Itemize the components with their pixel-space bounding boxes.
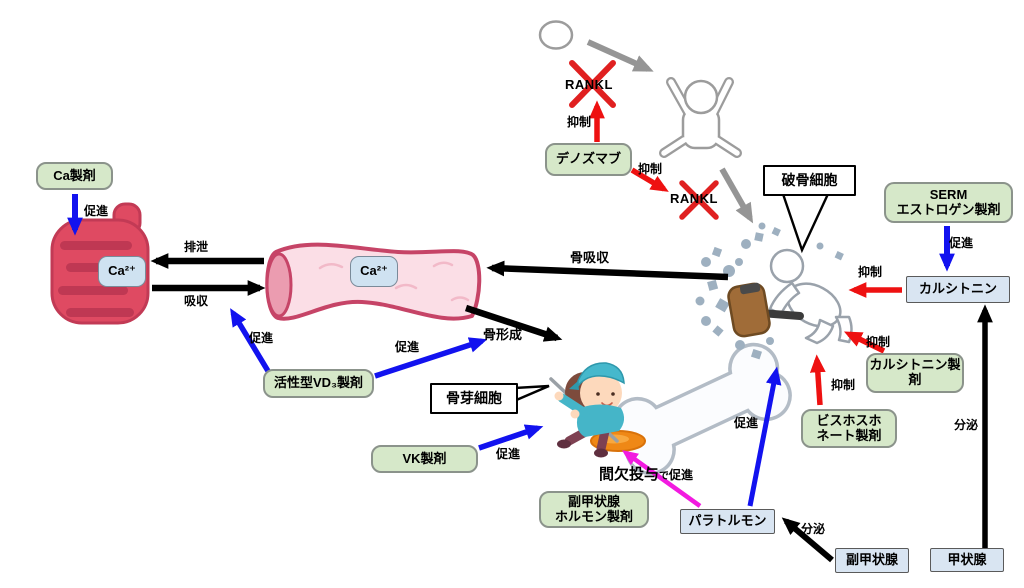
parathyroid-secretion-arrow — [781, 517, 834, 563]
box-parathyroid-gland[interactable]: 副甲状腺 — [835, 548, 909, 573]
calcitonin-drug-inhibit-arrow — [843, 331, 886, 354]
box-thyroid-gland[interactable]: 甲状腺 — [930, 548, 1004, 572]
osteoblast-callout-tail — [512, 384, 550, 403]
pth-intermittent-promote-arrow — [621, 450, 702, 508]
callout-osteoblast: 骨芽細胞 — [430, 383, 518, 414]
box-calcitonin-drug[interactable]: カルシトニン製 剤 — [866, 353, 964, 393]
preosteoclast-figure — [659, 77, 742, 158]
label-inhibit-calcitonin: 抑制 — [858, 265, 883, 279]
label-promote-vd3-formation: 促進 — [395, 340, 420, 354]
box-denosumab[interactable]: デノズマブ — [545, 143, 632, 176]
osteoblast-figure — [549, 362, 646, 458]
vd3-promote-absorption-arrow — [230, 308, 271, 373]
differentiation-arrow-1 — [586, 39, 654, 72]
pth-promote-arrow — [747, 366, 782, 507]
rankl-blocked-x-1 — [569, 60, 616, 108]
bone-formation-arrow — [464, 304, 563, 342]
label-rankl-2: RANKL — [670, 191, 718, 206]
box-bisphosphonate-drug[interactable]: ビスホスホ ネート製剤 — [801, 409, 897, 448]
box-ca-drug[interactable]: Ca製剤 — [36, 162, 113, 190]
osteoclast-callout-tail — [781, 192, 830, 254]
precursor-cell-circle — [538, 20, 574, 50]
box-vk-drug[interactable]: VK製剤 — [371, 445, 478, 473]
bisphosphonate-inhibit-arrow — [809, 354, 826, 406]
label-bone-formation: 骨形成 — [483, 327, 523, 342]
label-secrete-parathyroid: 分泌 — [801, 522, 826, 536]
vd3-promote-formation-arrow — [374, 337, 488, 379]
callout-osteoclast: 破骨細胞 — [763, 165, 856, 196]
box-pth-drug[interactable]: 副甲状腺 ホルモン製剤 — [539, 491, 649, 528]
vk-promote-arrow — [478, 424, 544, 451]
box-ca-ion-gut: Ca²⁺ — [98, 256, 146, 287]
box-active-vd3-drug[interactable]: 活性型VD₃製剤 — [263, 369, 374, 398]
box-serm-estrogen-drug[interactable]: SERM エストロゲン製剤 — [884, 182, 1013, 223]
label-promote-vd3-absorption: 促進 — [249, 331, 274, 345]
label-secrete-thyroid: 分泌 — [954, 418, 979, 432]
box-parathormone[interactable]: パラトルモン — [680, 509, 775, 534]
label-rankl-1: RANKL — [565, 77, 613, 92]
label-promote-vk: 促進 — [496, 447, 521, 461]
hammer — [727, 282, 804, 338]
denosumab-inhibit-rankl2-arrow — [630, 167, 669, 192]
label-absorption: 吸収 — [184, 294, 209, 308]
label-inhibit-bisphosphonate: 抑制 — [831, 378, 856, 392]
label-inhibit-calcitonin-drug: 抑制 — [866, 335, 891, 349]
differentiation-arrow-2 — [719, 167, 754, 224]
label-promote-serm: 促進 — [949, 236, 974, 250]
bone-debris — [695, 222, 844, 360]
label-bone-resorption: 骨吸収 — [570, 250, 610, 265]
label-intermittent-promote: 間欠投与で促進 — [599, 467, 693, 482]
box-calcitonin[interactable]: カルシトニン — [906, 276, 1010, 303]
label-excretion: 排泄 — [184, 240, 209, 254]
osteoclast-figure — [695, 222, 853, 360]
box-ca-ion-vessel: Ca²⁺ — [350, 256, 398, 287]
label-intermittent-dose: 間欠投与 — [599, 466, 660, 483]
label-inhibit-rankl-2: 抑制 — [638, 162, 663, 176]
label-promote-pth: 促進 — [734, 416, 759, 430]
label-promote-ca-drug: 促進 — [84, 204, 109, 218]
rankl-blocked-x-2 — [679, 180, 719, 220]
label-intermittent-de: で — [659, 471, 670, 482]
label-inhibit-rankl-1: 抑制 — [567, 115, 592, 129]
bone-resorption-arrow — [486, 260, 729, 281]
label-intermittent-promote-word: 促進 — [669, 468, 694, 482]
